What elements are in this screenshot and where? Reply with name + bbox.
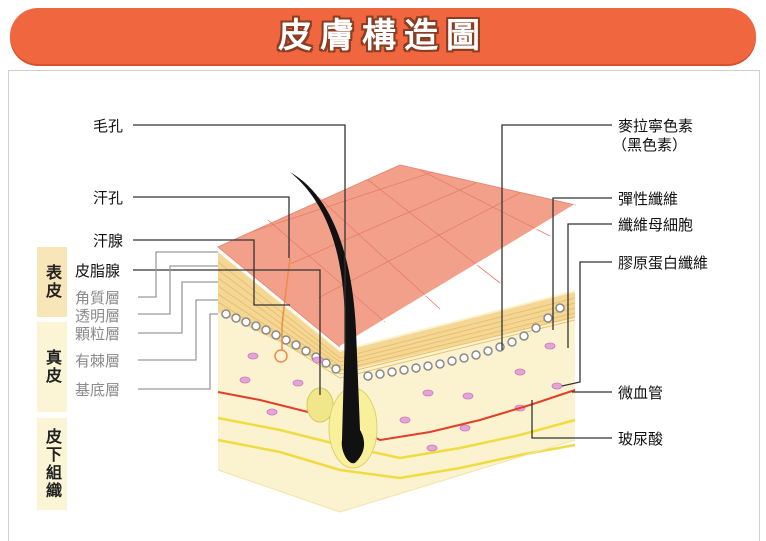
band-subcutis: 皮下組織 — [37, 418, 67, 510]
label-sweat-gland: 汗腺 — [93, 232, 124, 250]
label-stratum-basale: 基底層 — [75, 381, 121, 399]
label-fibroblast: 纖維母細胞 — [618, 216, 694, 234]
diagram-frame — [8, 70, 760, 541]
label-stratum-granulosum: 顆粒層 — [75, 325, 121, 343]
label-elastic-fiber: 彈性纖維 — [618, 190, 679, 208]
band-epidermis: 表皮 — [37, 247, 67, 317]
label-stratum-corneum: 角質層 — [75, 289, 121, 307]
hair-shaft — [290, 172, 365, 464]
capillary-line — [217, 389, 576, 442]
label-stratum-lucidum: 透明層 — [75, 307, 121, 325]
surface-grid — [253, 169, 551, 323]
sweat-gland-coil — [274, 349, 288, 363]
label-melanin-note: （黑色素） — [612, 136, 688, 154]
label-melanin: 麥拉寧色素 — [618, 117, 694, 135]
band-dermis: 真皮 — [37, 322, 67, 412]
leader-lines-right — [501, 124, 612, 439]
sweat-duct — [281, 257, 291, 350]
label-sebaceous-gland: 皮脂腺 — [75, 262, 121, 280]
label-capillary: 微血管 — [618, 384, 664, 402]
page-title: 皮膚構造圖 — [278, 16, 488, 56]
fiber-line-1 — [217, 416, 576, 460]
fiber-line-2 — [217, 438, 576, 480]
label-collagen: 膠原蛋白纖維 — [618, 254, 709, 272]
label-stratum-spinosum: 有棘層 — [75, 352, 121, 370]
title-banner: 皮膚構造圖 — [10, 8, 756, 64]
label-pore: 毛孔 — [93, 117, 124, 135]
leader-lines-left-grey — [138, 251, 218, 390]
label-sweat-pore: 汗孔 — [93, 189, 124, 207]
label-hyaluronic-acid: 玻尿酸 — [618, 430, 664, 448]
leader-lines-left — [133, 124, 346, 395]
